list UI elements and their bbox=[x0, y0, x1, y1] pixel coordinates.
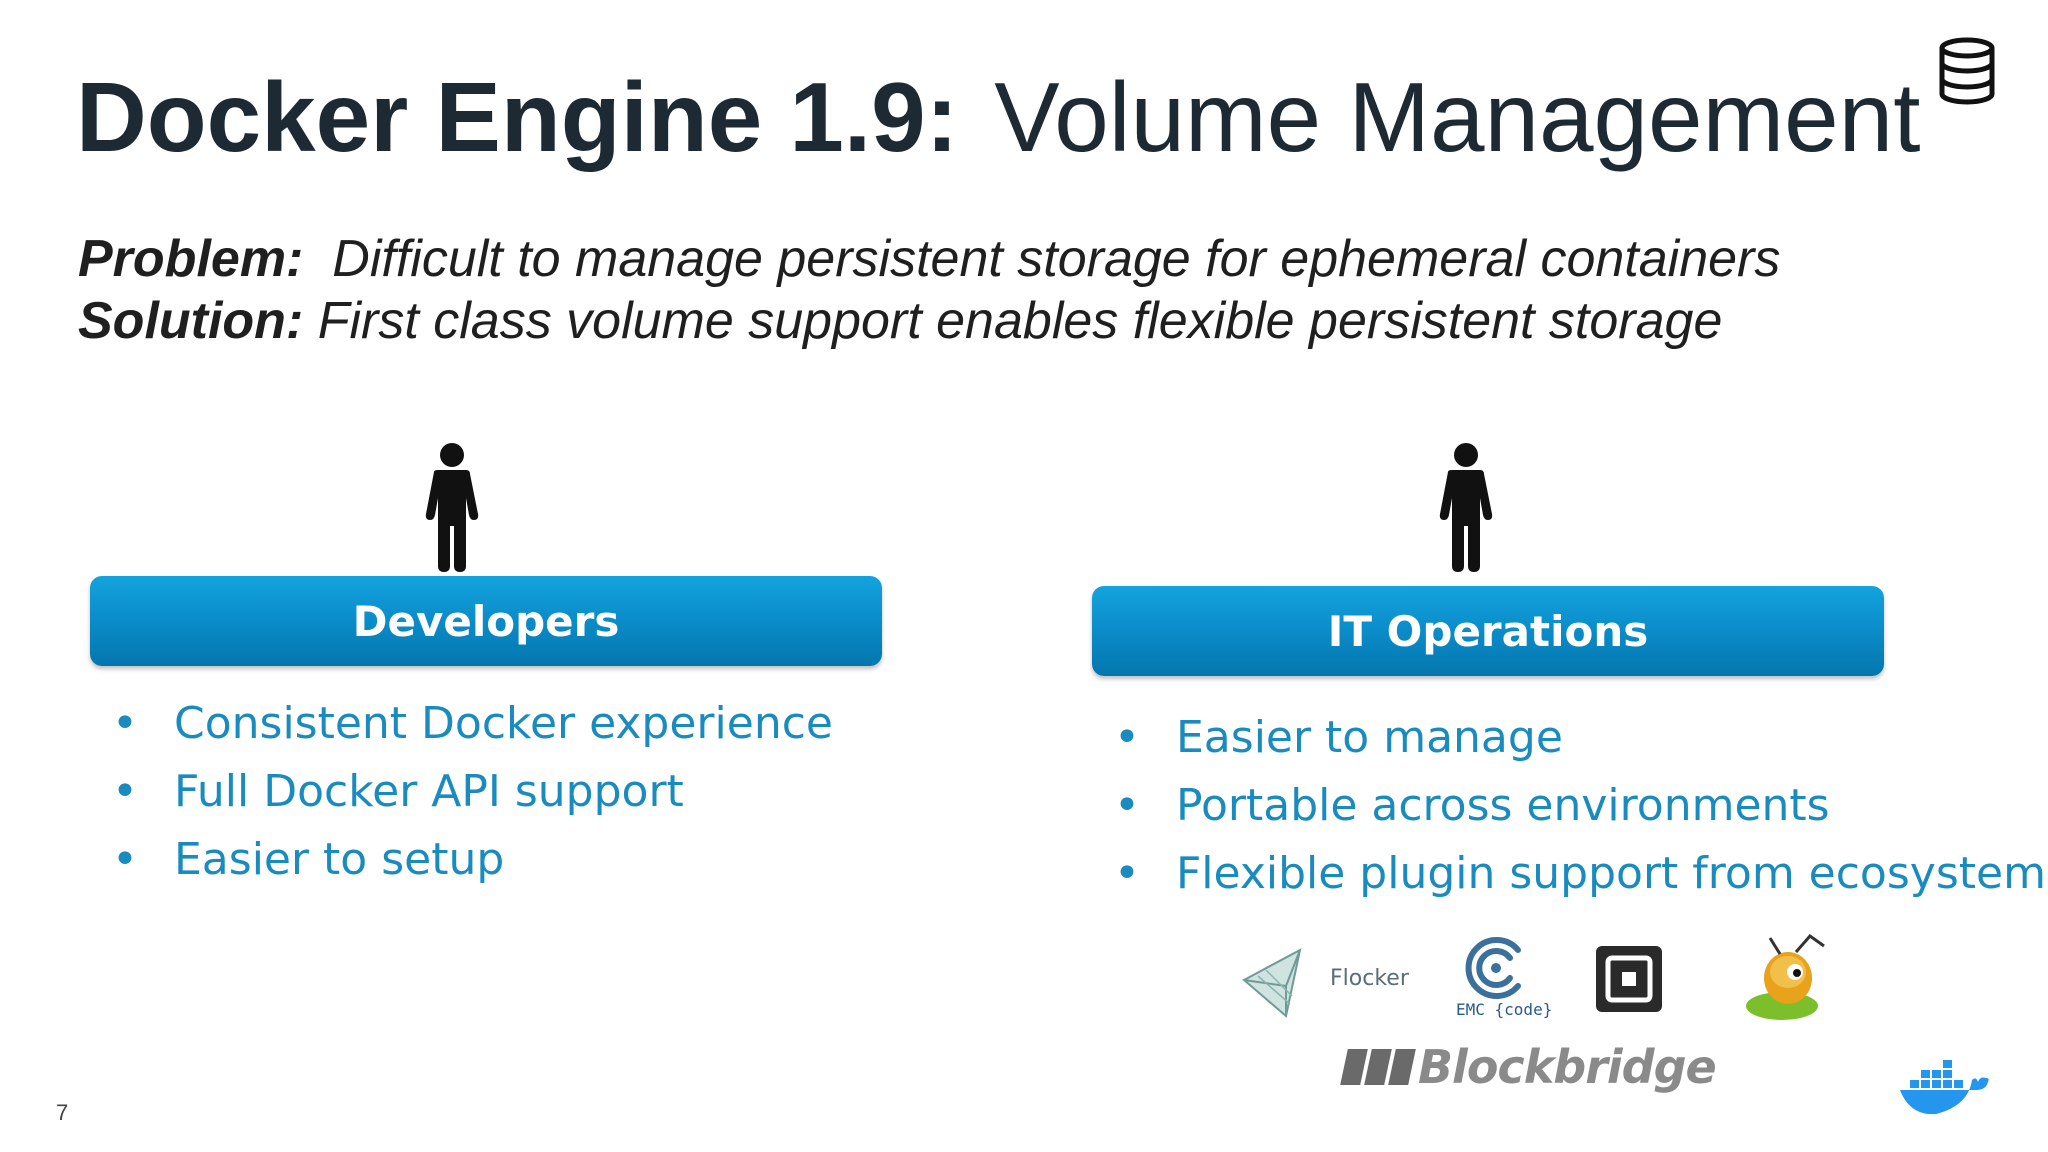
blockbridge-bars-icon bbox=[1340, 1049, 1416, 1085]
developer-person-icon bbox=[425, 443, 479, 572]
page-number: 7 bbox=[56, 1100, 69, 1125]
developers-header: Developers bbox=[90, 576, 882, 666]
flocker-logo-text: Flocker bbox=[1330, 966, 1409, 991]
emc-code-logo-text: EMC {code} bbox=[1456, 1000, 1553, 1019]
solution-statement: Solution: First class volume support ena… bbox=[78, 290, 1722, 352]
emc-code-logo-icon bbox=[1465, 937, 1521, 999]
it-operations-person-icon bbox=[1439, 443, 1493, 572]
solution-text: First class volume support enables flexi… bbox=[317, 292, 1723, 350]
developers-bullet-list: Consistent Docker experience Full Docker… bbox=[112, 690, 833, 894]
blockbridge-logo: Blockbridge bbox=[1340, 1040, 1717, 1094]
docker-whale-icon bbox=[1900, 1060, 1989, 1115]
bug-mascot-logo-icon bbox=[1746, 933, 1825, 1020]
title-bold: Docker Engine 1.9: bbox=[76, 62, 959, 172]
list-item: Full Docker API support bbox=[112, 758, 833, 826]
list-item: Flexible plugin support from ecosystem bbox=[1114, 840, 2046, 908]
title-light: Volume Management bbox=[994, 62, 1921, 172]
database-icon bbox=[1939, 37, 1995, 105]
blockbridge-logo-text: Blockbridge bbox=[1418, 1040, 1717, 1094]
slide-title: Docker Engine 1.9: Volume Management bbox=[76, 62, 1921, 172]
flocker-logo-icon bbox=[1242, 948, 1302, 1018]
problem-label: Problem: bbox=[78, 230, 304, 288]
it-operations-bullet-list: Easier to manage Portable across environ… bbox=[1114, 704, 2046, 908]
problem-statement: Problem: Difficult to manage persistent … bbox=[78, 228, 1780, 290]
list-item: Portable across environments bbox=[1114, 772, 2046, 840]
list-item: Easier to manage bbox=[1114, 704, 2046, 772]
it-operations-header: IT Operations bbox=[1092, 586, 1884, 676]
solution-label: Solution: bbox=[78, 292, 304, 350]
list-item: Easier to setup bbox=[112, 826, 833, 894]
problem-text: Difficult to manage persistent storage f… bbox=[332, 230, 1781, 288]
list-item: Consistent Docker experience bbox=[112, 690, 833, 758]
portworx-logo-icon bbox=[1596, 946, 1662, 1012]
